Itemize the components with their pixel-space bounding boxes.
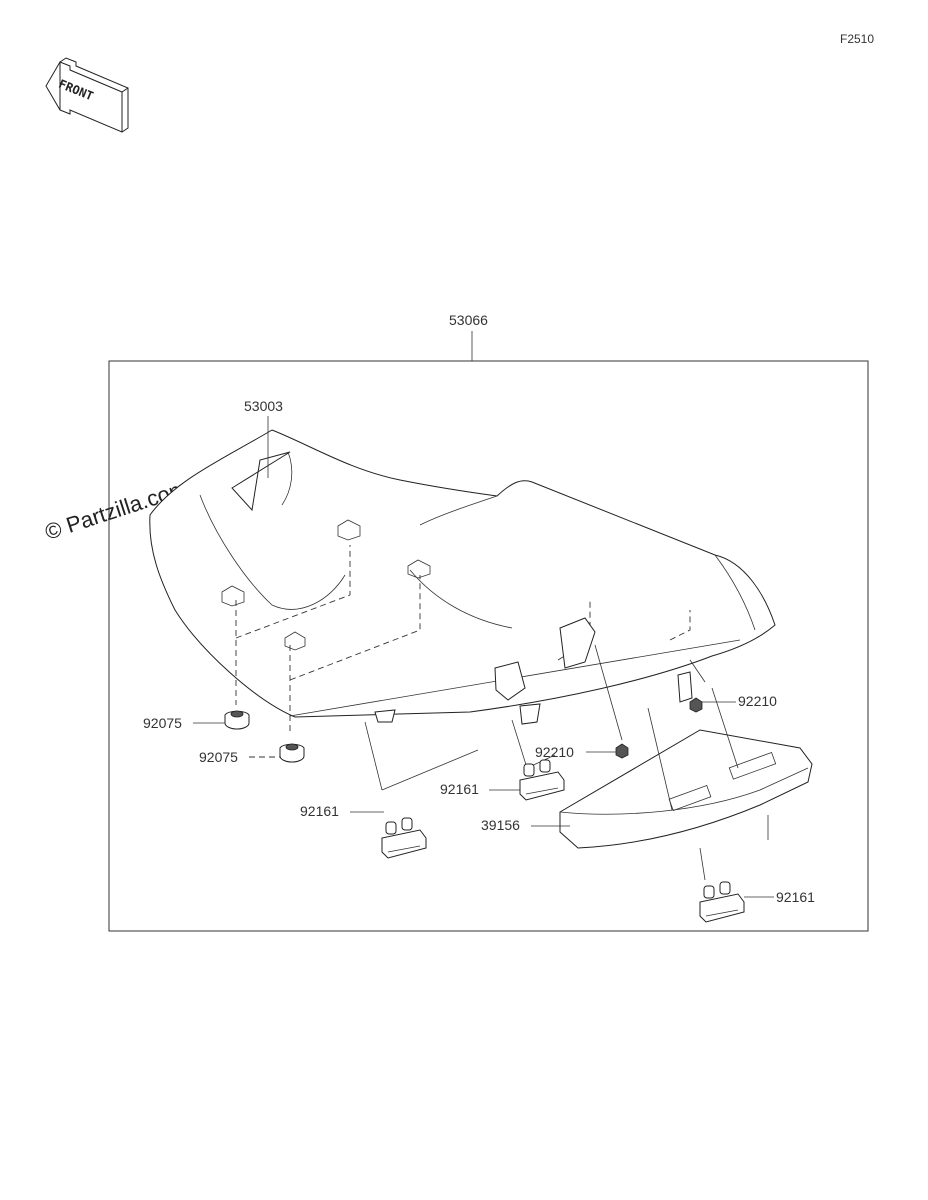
front-direction-arrow-icon: FRONT bbox=[45, 57, 129, 133]
assembly-frame bbox=[108, 360, 869, 932]
collar-part bbox=[689, 697, 703, 713]
damper-part bbox=[279, 743, 305, 763]
callout-rubber-center: 92161 bbox=[440, 781, 479, 797]
assembly-part-number: 53066 bbox=[449, 312, 488, 328]
callout-seat-cover: 53003 bbox=[244, 398, 283, 414]
callout-damper-a: 92075 bbox=[143, 715, 182, 731]
rubber-block-part bbox=[519, 759, 565, 801]
front-arrow-label: FRONT bbox=[57, 77, 96, 104]
diagram-ref-code: F2510 bbox=[840, 32, 874, 46]
callout-tray: 39156 bbox=[481, 817, 520, 833]
tray bbox=[559, 729, 813, 849]
callout-rubber-left: 92161 bbox=[300, 803, 339, 819]
seat bbox=[149, 429, 776, 735]
callout-damper-b: 92075 bbox=[199, 749, 238, 765]
callout-rubber-right: 92161 bbox=[776, 889, 815, 905]
collar-part bbox=[615, 743, 629, 759]
rubber-block-part bbox=[699, 881, 745, 923]
rubber-block-part bbox=[381, 817, 427, 859]
callout-collar-center: 92210 bbox=[535, 744, 574, 760]
callout-collar-right: 92210 bbox=[738, 693, 777, 709]
damper-part bbox=[224, 710, 250, 730]
